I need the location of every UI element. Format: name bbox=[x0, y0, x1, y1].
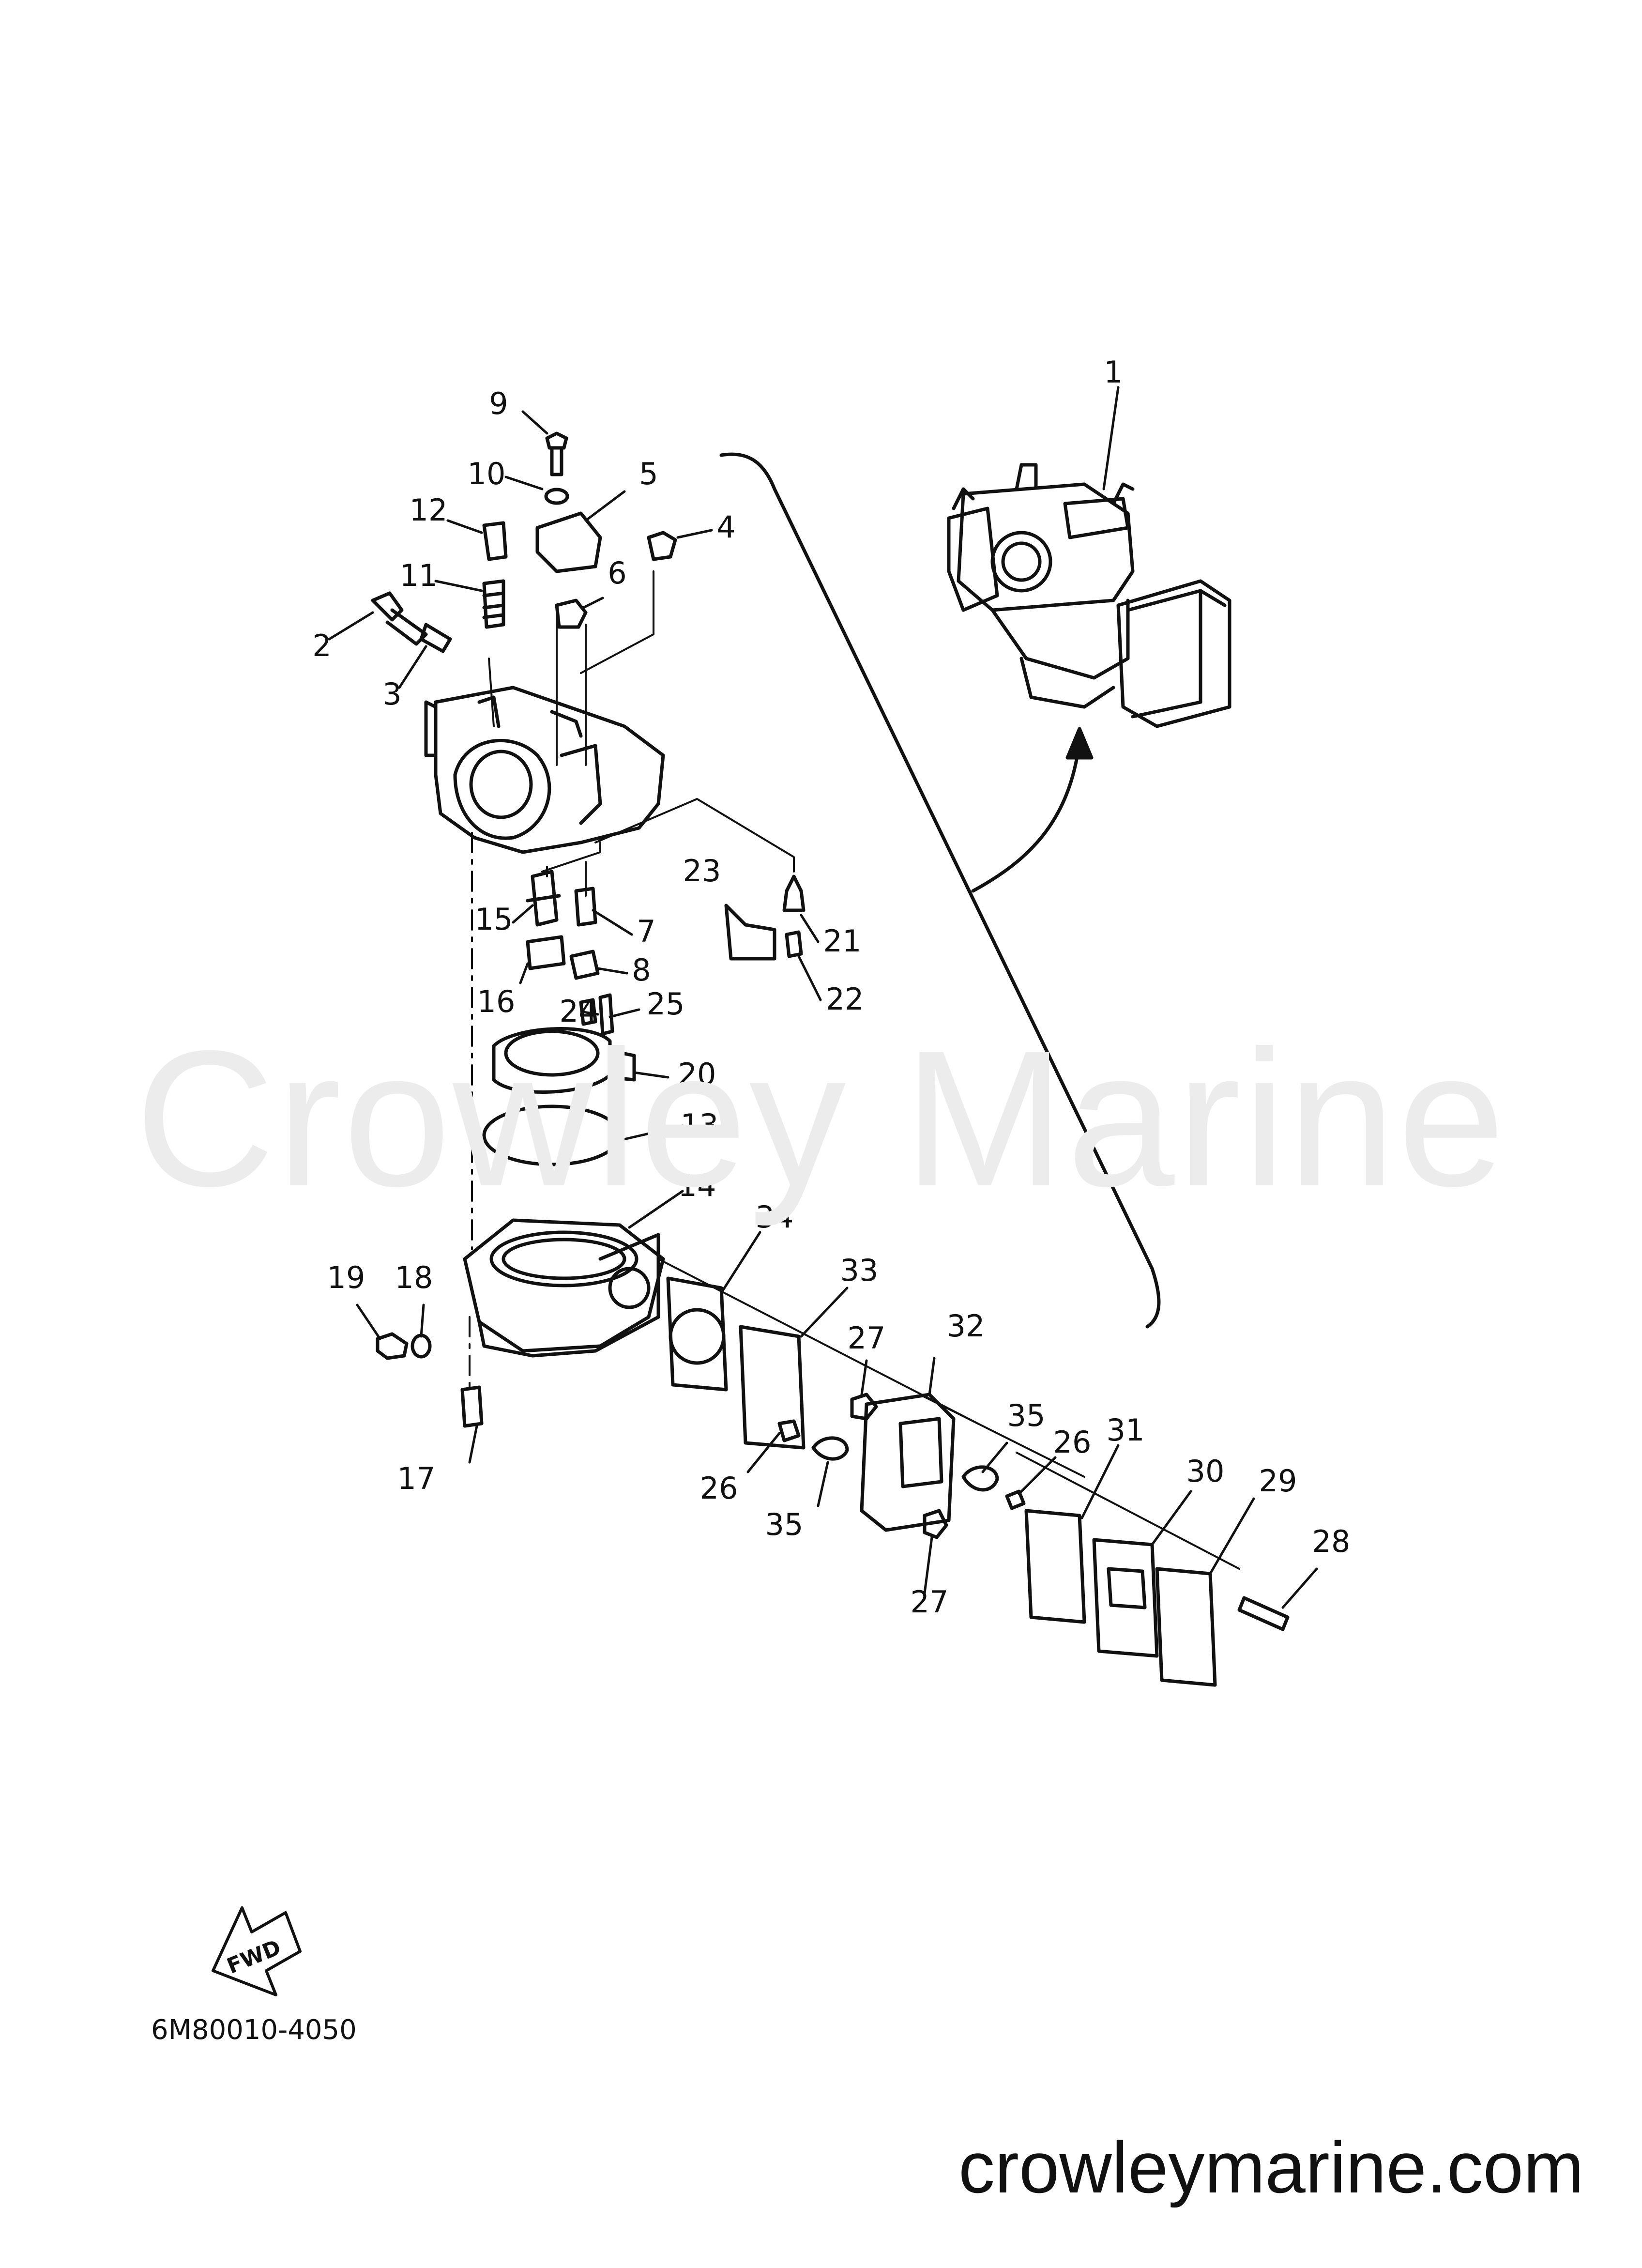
callout-35-left: 35 bbox=[765, 1507, 804, 1542]
callout-8: 8 bbox=[632, 952, 651, 988]
callout-10: 10 bbox=[468, 456, 506, 491]
callout-35-right: 35 bbox=[1007, 1398, 1046, 1433]
callout-9: 9 bbox=[489, 386, 508, 421]
watermark: Crowley Marine bbox=[135, 1010, 1507, 1226]
callout-32: 32 bbox=[947, 1308, 985, 1344]
callout-34: 34 bbox=[756, 1199, 794, 1235]
callout-26-left: 26 bbox=[700, 1471, 738, 1506]
callout-23: 23 bbox=[683, 853, 721, 889]
callout-24: 24 bbox=[560, 994, 598, 1029]
callout-31: 31 bbox=[1107, 1412, 1145, 1448]
website-link[interactable]: crowleymarine.com bbox=[958, 2127, 1584, 2208]
callout-1: 1 bbox=[1104, 354, 1123, 390]
callout-20: 20 bbox=[678, 1057, 716, 1092]
callout-29: 29 bbox=[1259, 1463, 1297, 1499]
assembled-carburetor bbox=[947, 463, 1232, 728]
callout-27-top: 27 bbox=[848, 1320, 886, 1356]
callout-15: 15 bbox=[475, 902, 513, 937]
callout-21: 21 bbox=[823, 923, 862, 959]
assembly-bracket bbox=[719, 452, 1161, 1329]
callout-26-right: 26 bbox=[1053, 1425, 1092, 1460]
callout-25: 25 bbox=[647, 986, 685, 1022]
callout-4: 4 bbox=[716, 509, 735, 545]
callout-28: 28 bbox=[1312, 1524, 1351, 1559]
callout-14: 14 bbox=[678, 1168, 716, 1203]
callout-33: 33 bbox=[840, 1253, 879, 1288]
pump-parts bbox=[666, 1276, 1290, 1687]
callout-6: 6 bbox=[608, 555, 626, 591]
callout-16: 16 bbox=[477, 984, 516, 1019]
fwd-arrow-icon bbox=[212, 1906, 302, 1996]
callout-27-bottom: 27 bbox=[911, 1584, 949, 1620]
callout-7: 7 bbox=[637, 914, 655, 949]
drawing-number: 6M80010-4050 bbox=[151, 2014, 357, 2046]
callout-13: 13 bbox=[681, 1107, 719, 1143]
callout-11: 11 bbox=[400, 558, 438, 593]
callout-2: 2 bbox=[312, 628, 331, 663]
assembly-arrow bbox=[971, 739, 1081, 893]
callout-17: 17 bbox=[397, 1461, 436, 1496]
fwd-label: FWD bbox=[224, 1935, 285, 1978]
callout-19: 19 bbox=[327, 1260, 365, 1295]
leader-lines bbox=[328, 386, 1318, 1609]
small-parts bbox=[371, 431, 806, 1428]
callout-30: 30 bbox=[1186, 1454, 1225, 1489]
carburetor-body bbox=[424, 686, 665, 854]
assembly-arrowhead bbox=[1065, 727, 1094, 760]
float-chamber bbox=[463, 1218, 665, 1358]
callout-3: 3 bbox=[382, 676, 401, 712]
callout-12: 12 bbox=[410, 492, 448, 528]
callout-5: 5 bbox=[639, 456, 658, 491]
callout-22: 22 bbox=[826, 981, 864, 1017]
callout-18: 18 bbox=[395, 1260, 433, 1295]
